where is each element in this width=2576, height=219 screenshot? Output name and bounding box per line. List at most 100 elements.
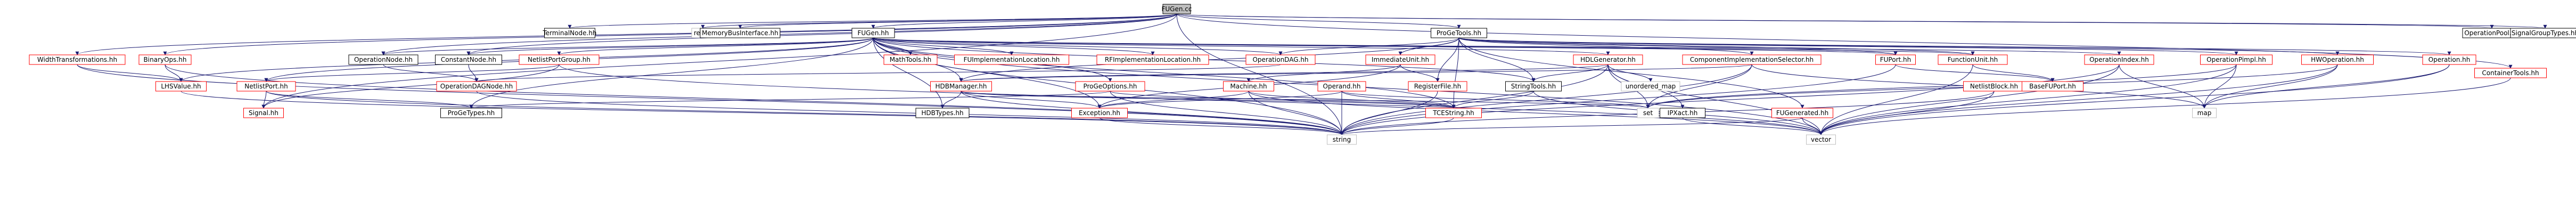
node-memorybus[interactable]: MemoryBusInterface.hh (700, 28, 781, 38)
node-box-lhsvalue (155, 81, 207, 92)
edge-fugen_hh-to-operationindex (873, 37, 2121, 55)
node-machine[interactable]: Machine.hh (1223, 81, 1274, 92)
node-box-rfimpllocation (1096, 54, 1209, 65)
edge-componentimplsel-to-set (1646, 64, 1752, 109)
edge-netlistport-to-string (266, 91, 1344, 135)
node-operationnode[interactable]: OperationNode.hh (348, 54, 419, 65)
node-constantnode[interactable]: ConstantNode.hh (435, 54, 502, 65)
node-label-operationdag: OperationDAG.hh (1252, 56, 1308, 63)
node-hdbmanager[interactable]: HDBManager.hh (930, 81, 992, 92)
node-hdlgenerator[interactable]: HDLGenerator.hh (1573, 54, 1643, 65)
edge-hdlgenerator-to-stringtools (1531, 64, 1609, 82)
node-functionunit[interactable]: FunctionUnit.hh (1938, 54, 2008, 65)
node-unordered_map: unordered_map (1621, 81, 1680, 92)
node-fuimpllocation[interactable]: FUImplementationLocation.hh (954, 54, 1069, 65)
node-stringtools[interactable]: StringTools.hh (1505, 81, 1562, 92)
edge-operand-to-tcestring (1341, 91, 1456, 109)
node-box-containertools (2474, 68, 2547, 78)
edge-functionunit-to-vector (1819, 64, 1973, 135)
node-binaryops[interactable]: BinaryOps.hh (138, 54, 192, 65)
node-operationdag[interactable]: OperationDAG.hh (1245, 54, 1316, 65)
edge-hwoperation-to-map (2202, 64, 2338, 109)
node-terminalnode[interactable]: TerminalNode.hh (542, 28, 597, 38)
node-signal[interactable]: Signal.hh (243, 108, 284, 118)
node-widthtrans[interactable]: WidthTransformations.hh (29, 54, 126, 65)
edge-progetools-to-functionunit (1458, 37, 1975, 55)
edge-fugen_cc-to-regex (701, 13, 1177, 29)
node-netlistport[interactable]: NetlistPort.hh (236, 81, 296, 92)
edge-immediateunit-to-machine (1246, 64, 1401, 82)
edge-exception-to-string (1099, 117, 1344, 135)
edge-hdbmanager-to-tcestring (961, 91, 1456, 109)
node-label-progetypes: ProGeTypes.hh (448, 109, 495, 117)
node-operationdagnode[interactable]: OperationDAGNode.hh (436, 81, 517, 92)
node-operation[interactable]: Operation.hh (2422, 54, 2476, 65)
edge-stringtools-to-tcestring (1451, 91, 1534, 109)
node-netlistportgroup[interactable]: NetlistPortGroup.hh (519, 54, 600, 65)
node-operationpimpl[interactable]: OperationPimpl.hh (2200, 54, 2273, 65)
edge-machine-to-vector (1248, 91, 1823, 135)
edge-progetools-to-operation (1458, 37, 2451, 55)
node-operand[interactable]: Operand.hh (1317, 81, 1366, 92)
node-operationindex[interactable]: OperationIndex.hh (2084, 54, 2154, 65)
node-box-immediateunit (1365, 54, 1435, 65)
node-rfimpllocation[interactable]: RFImplementationLocation.hh (1096, 54, 1209, 65)
node-label-netlistportgroup: NetlistPortGroup.hh (528, 56, 590, 63)
edge-netlistportgroup-to-vector (559, 64, 1823, 135)
node-label-baseport: BaseFUPort.hh (2029, 83, 2076, 90)
edge-fugen_hh-to-tcestring (873, 37, 1456, 109)
node-box-fugenerated (1771, 108, 1833, 118)
node-box-progetypes (440, 108, 502, 118)
node-netlistblock[interactable]: NetlistBlock.hh (1963, 81, 2025, 92)
node-box-stringtools (1505, 81, 1562, 92)
node-mathtools[interactable]: MathTools.hh (883, 54, 938, 65)
node-ipxact[interactable]: IPXact.hh (1660, 108, 1705, 118)
node-box-widthtrans (29, 54, 126, 65)
edge-operationpimpl-to-set (1646, 64, 2237, 109)
edge-netlistportgroup-to-signal (261, 64, 560, 109)
node-label-hdlgenerator: HDLGenerator.hh (1580, 56, 1636, 63)
node-registerfile[interactable]: RegisterFile.hh (1408, 81, 1467, 92)
edge-fugen_cc-to-widthtrans (75, 13, 1177, 55)
node-label-hwoperation: HWOperation.hh (2311, 56, 2364, 63)
node-fugen_hh[interactable]: FUGen.hh (851, 28, 895, 38)
edge-operationindex-to-string (1340, 64, 2120, 135)
edge-widthtrans-to-string (77, 64, 1344, 135)
node-immediateunit[interactable]: ImmediateUnit.hh (1365, 54, 1435, 65)
node-exception[interactable]: Exception.hh (1071, 108, 1128, 118)
node-label-operationnode: OperationNode.hh (354, 56, 413, 63)
node-box-signalgrouptypes (2510, 28, 2576, 38)
node-fugenerated[interactable]: FUGenerated.hh (1771, 108, 1833, 118)
node-set: set (1637, 108, 1659, 118)
node-label-widthtrans: WidthTransformations.hh (37, 56, 117, 63)
node-signalgrouptypes[interactable]: SignalGroupTypes.hh (2510, 28, 2576, 38)
node-box-binaryops (138, 54, 192, 65)
node-box-fugen_hh (851, 28, 895, 38)
edge-progetools-to-componentimplsel (1458, 37, 1754, 55)
node-tcestring[interactable]: TCEString.hh (1425, 108, 1482, 118)
node-box-hdlgenerator (1573, 54, 1643, 65)
node-containertools[interactable]: ContainerTools.hh (2474, 68, 2547, 78)
node-box-ipxact (1660, 108, 1705, 118)
node-hdbtypes[interactable]: HDBTypes.hh (915, 108, 970, 118)
node-progetypes[interactable]: ProGeTypes.hh (440, 108, 502, 118)
node-box-exception (1071, 108, 1128, 118)
node-hwoperation[interactable]: HWOperation.hh (2301, 54, 2374, 65)
node-label-operationpool: OperationPool.hh (2464, 29, 2520, 37)
node-lhsvalue[interactable]: LHSValue.hh (155, 81, 207, 92)
node-fuport[interactable]: FUPort.hh (1875, 54, 1916, 65)
node-label-constantnode: ConstantNode.hh (441, 56, 496, 63)
node-progeoptions[interactable]: ProGeOptions.hh (1075, 81, 1145, 92)
node-box-registerfile (1408, 81, 1467, 92)
node-box-fuimpllocation (954, 54, 1069, 65)
node-progetools[interactable]: ProGeTools.hh (1431, 28, 1487, 38)
node-label-progeoptions: ProGeOptions.hh (1083, 83, 1137, 90)
node-label-mathtools: MathTools.hh (890, 56, 932, 63)
node-componentimplsel[interactable]: ComponentImplementationSelector.hh (1682, 54, 1822, 65)
node-vector: vector (1806, 134, 1836, 145)
node-label-map: map (2197, 109, 2212, 117)
edge-fugen_hh-to-netlistportgroup (557, 37, 874, 55)
node-baseport[interactable]: BaseFUPort.hh (2022, 81, 2083, 92)
node-box-baseport (2022, 81, 2083, 92)
